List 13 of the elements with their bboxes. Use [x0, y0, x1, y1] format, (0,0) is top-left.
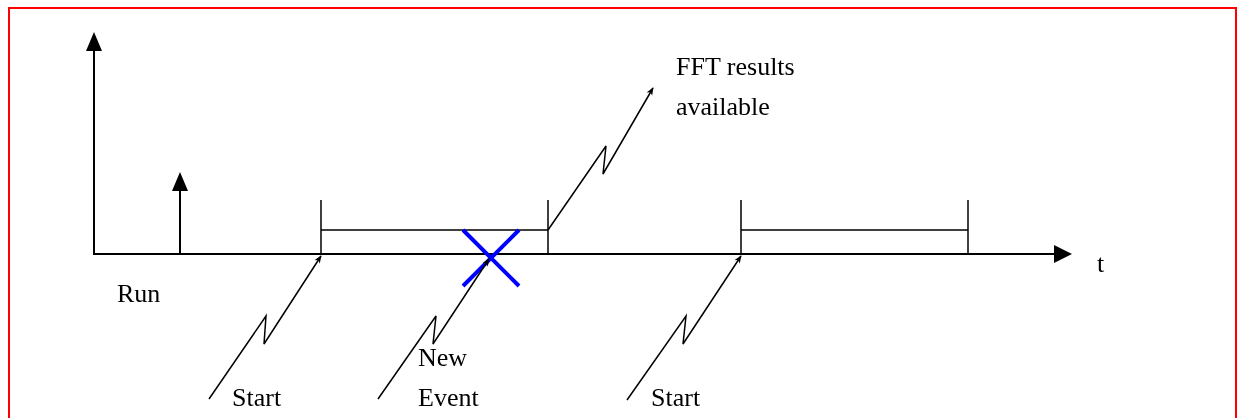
lightning-arrow [626, 255, 742, 401]
event-label: FFT results available [676, 47, 876, 127]
event-label: Start [232, 378, 312, 418]
lightning-arrow [547, 87, 654, 231]
event-label: New Event [418, 338, 528, 418]
interval-bracket [320, 200, 549, 255]
axis-label: Run [117, 278, 161, 310]
event-label: Start [651, 378, 731, 418]
interval-bracket [740, 200, 969, 255]
cross-mark [461, 228, 521, 288]
lightning-arrow [208, 255, 322, 400]
lightning-arrow [377, 258, 490, 400]
axis-label: t [1097, 248, 1105, 280]
